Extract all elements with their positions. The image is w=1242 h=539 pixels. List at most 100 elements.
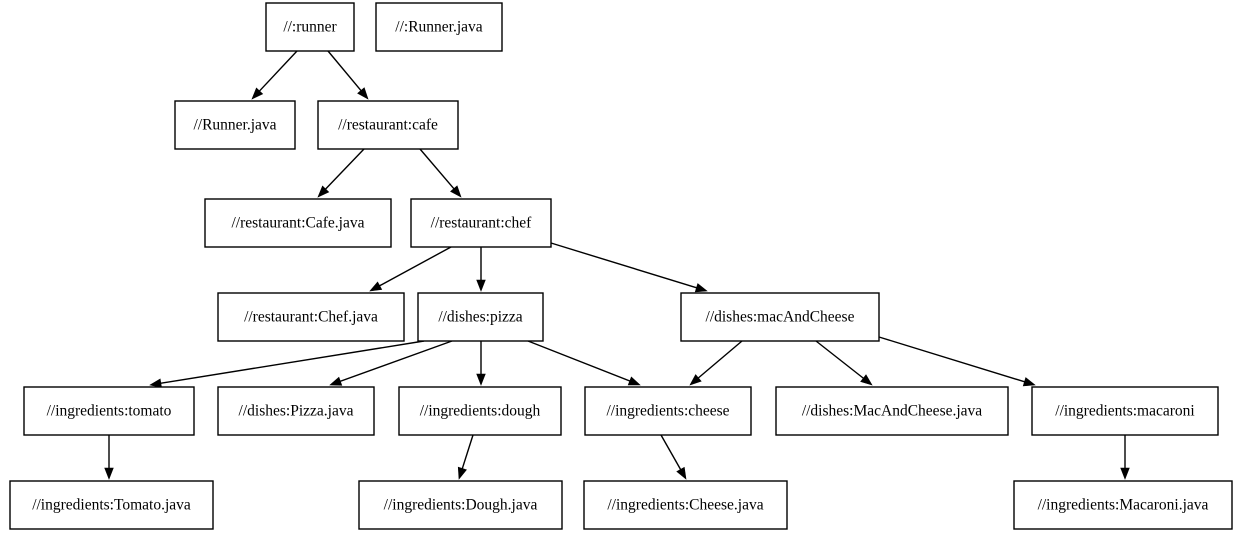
node-box[interactable] [680,292,880,342]
graph-edge-runner-to-runner_java [251,50,298,100]
node-label: //ingredients:Tomato.java [32,497,191,514]
node-box[interactable] [1013,480,1233,530]
node-label: //ingredients:Macaroni.java [1038,497,1209,514]
edge-arrowhead-icon [369,281,383,292]
node-label: //ingredients:Dough.java [384,497,538,514]
node-label: //ingredients:Cheese.java [607,497,763,514]
edge-arrowhead-icon [317,185,330,198]
edge-line [878,336,1027,383]
node-box[interactable] [204,198,392,248]
graph-node-restaurant_chef[interactable]: //restaurant:chef [410,198,552,248]
node-box[interactable] [23,386,195,436]
node-box[interactable] [417,292,544,342]
node-label: //restaurant:chef [431,215,533,232]
graph-edge-dishes_pizza-to-dishes_pizza_java [329,340,453,386]
edge-arrowhead-icon [476,373,486,386]
graph-edge-ingredients_macaroni-to-macaroni_java [1120,435,1130,480]
edge-line [324,148,365,191]
graph-node-dishes_pizza[interactable]: //dishes:pizza [417,292,544,342]
graph-edge-ingredients_dough-to-dough_java [457,434,474,480]
node-box[interactable] [174,100,296,150]
node-box[interactable] [584,386,752,436]
graph-edge-dishes_macandcheese-to-ingredients_cheese [689,340,743,386]
node-box[interactable] [375,2,503,52]
node-label: //restaurant:Cafe.java [232,215,365,232]
edge-line [338,340,453,383]
graph-node-ingredients_macaroni[interactable]: //ingredients:macaroni [1031,386,1219,436]
graph-node-runner_java[interactable]: //Runner.java [174,100,296,150]
edge-arrowhead-icon [627,376,641,386]
graph-nodes: //:runner //:Runner.java //Runner.java //re… [9,2,1233,530]
edge-line [257,50,298,93]
node-box[interactable] [265,2,355,52]
graph-node-ingredients_dough[interactable]: //ingredients:dough [398,386,562,436]
node-box[interactable] [217,386,375,436]
edge-line [815,340,865,380]
graph-node-runner[interactable]: //:runner [265,2,355,52]
graph-edge-restaurant_cafe-to-restaurant_chef [419,148,462,198]
edge-line [461,434,474,471]
graph-node-ingredients_cheese[interactable]: //ingredients:cheese [584,386,752,436]
node-label: //dishes:pizza [438,309,522,326]
node-label: //dishes:MacAndCheese.java [802,403,982,420]
node-label: //Runner.java [193,117,276,134]
node-label: //restaurant:cafe [338,117,438,134]
edge-arrowhead-icon [860,374,873,386]
edge-arrowhead-icon [357,87,369,100]
node-box[interactable] [217,292,405,342]
node-box[interactable] [583,480,788,530]
graph-node-dishes_macandcheese[interactable]: //dishes:macAndCheese [680,292,880,342]
graph-node-macaroni_java[interactable]: //ingredients:Macaroni.java [1013,480,1233,530]
graph-node-ingredients_tomato[interactable]: //ingredients:tomato [23,386,195,436]
edge-arrowhead-icon [149,378,162,388]
graph-node-dishes_mac_java[interactable]: //dishes:MacAndCheese.java [775,386,1009,436]
graph-node-root_runner_java[interactable]: //:Runner.java [375,2,503,52]
graph-edge-dishes_pizza-to-ingredients_tomato [149,340,425,388]
edge-arrowhead-icon [476,279,486,292]
node-box[interactable] [775,386,1009,436]
graph-edge-restaurant_chef-to-dishes_macandcheese [550,242,708,293]
edge-line [660,434,682,472]
graph-node-restaurant_chef_java[interactable]: //restaurant:Chef.java [217,292,405,342]
graph-edge-runner-to-restaurant_cafe [327,50,369,100]
node-box[interactable] [398,386,562,436]
graph-node-tomato_java[interactable]: //ingredients:Tomato.java [9,480,214,530]
graph-node-dishes_pizza_java[interactable]: //dishes:Pizza.java [217,386,375,436]
graph-node-dough_java[interactable]: //ingredients:Dough.java [358,480,563,530]
edge-line [378,246,452,288]
node-label: //ingredients:macaroni [1055,403,1195,420]
node-label: //:runner [283,19,337,36]
graph-edge-dishes_macandcheese-to-dishes_mac_java [815,340,873,386]
graph-edges [104,50,1130,480]
edge-arrowhead-icon [689,374,702,386]
edge-line [696,340,743,380]
node-label: //ingredients:cheese [606,403,729,420]
node-label: //dishes:macAndCheese [706,309,855,326]
node-label: //ingredients:tomato [47,403,172,420]
graph-node-restaurant_cafe_java[interactable]: //restaurant:Cafe.java [204,198,392,248]
edge-line [327,50,363,93]
node-box[interactable] [358,480,563,530]
graph-edge-restaurant_cafe-to-restaurant_cafe_java [317,148,365,198]
graph-edge-dishes_pizza-to-ingredients_dough [476,341,486,386]
edge-arrowhead-icon [450,185,462,198]
graph-edge-dishes_macandcheese-to-ingredients_macaroni [878,336,1036,387]
graph-edge-dishes_pizza-to-ingredients_cheese [527,340,641,386]
edge-arrowhead-icon [694,283,708,293]
graph-node-restaurant_cafe[interactable]: //restaurant:cafe [317,100,459,150]
edge-arrowhead-icon [104,467,114,480]
node-box[interactable] [1031,386,1219,436]
graph-node-cheese_java[interactable]: //ingredients:Cheese.java [583,480,788,530]
node-label: //ingredients:dough [420,403,541,420]
edge-arrowhead-icon [1022,377,1036,387]
node-box[interactable] [317,100,459,150]
node-box[interactable] [9,480,214,530]
edge-arrowhead-icon [1120,467,1130,480]
node-label: //:Runner.java [395,19,483,36]
node-label: //restaurant:Chef.java [244,309,378,326]
graph-edge-ingredients_cheese-to-cheese_java [660,434,687,480]
node-box[interactable] [410,198,552,248]
graph-edge-restaurant_chef-to-restaurant_chef_java [369,246,452,292]
graph-edge-ingredients_tomato-to-tomato_java [104,435,114,480]
